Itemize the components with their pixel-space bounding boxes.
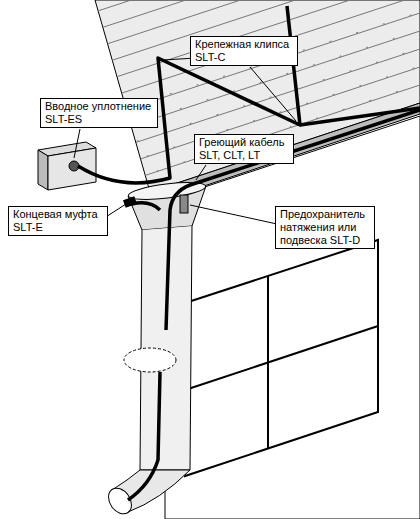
end-seal	[123, 196, 137, 208]
downspout	[104, 179, 207, 518]
junction-box	[38, 142, 96, 190]
callout-box: Вводное уплотнение SLT-ES	[40, 98, 158, 128]
callout-text: Крепежная клипса SLT-C	[195, 38, 293, 64]
callout-box: Предохранитель натяжения или подвеска SL…	[275, 206, 375, 249]
callout-text: Вводное уплотнение SLT-ES	[45, 100, 153, 126]
callout-box: Крепежная клипса SLT-C	[190, 36, 298, 66]
window	[185, 240, 378, 476]
callout-text: Предохранитель натяжения или подвеска SL…	[280, 208, 370, 247]
callout-box: Концевая муфта SLT-E	[8, 206, 108, 236]
callout-text: Греющий кабель SLT, CLT, LT	[199, 136, 289, 162]
callout-box: Греющий кабель SLT, CLT, LT	[194, 134, 294, 164]
roof	[40, 0, 420, 210]
callout-text: Концевая муфта SLT-E	[13, 208, 103, 234]
heating-cable	[78, 6, 420, 500]
strain-relief	[180, 195, 188, 213]
leader-lines	[74, 58, 296, 224]
